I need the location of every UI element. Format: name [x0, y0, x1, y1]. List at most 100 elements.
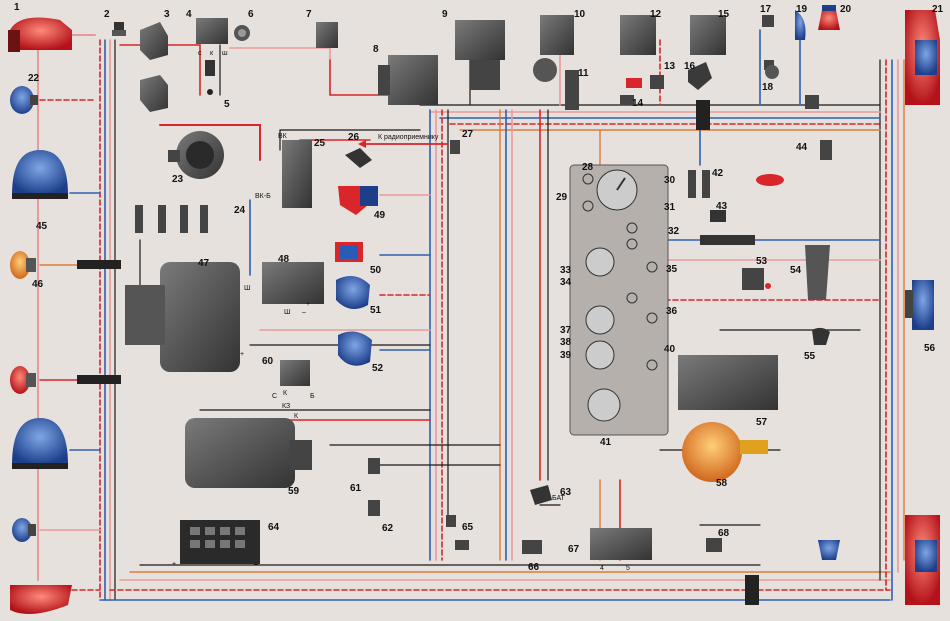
label-38: 38 — [560, 337, 572, 348]
label-9: 9 — [442, 9, 448, 20]
lamp-right-bottom-small — [818, 540, 840, 560]
label-7: 7 — [306, 9, 312, 20]
lamp-1 — [8, 17, 72, 52]
term-vk: ВК — [278, 133, 288, 140]
label-59: 59 — [288, 486, 300, 497]
lamp-right-lower — [905, 515, 940, 605]
component-7 — [316, 22, 338, 48]
label-58: 58 — [716, 478, 728, 489]
label-28: 28 — [582, 162, 594, 173]
label-3: 3 — [164, 9, 170, 20]
label-42: 42 — [712, 168, 724, 179]
term-sh1: Ш — [244, 285, 250, 292]
relay-60 — [280, 360, 310, 386]
instrument-panel — [569, 164, 669, 436]
component-53 — [742, 268, 771, 290]
label-41: 41 — [600, 437, 612, 448]
label-2: 2 — [104, 9, 110, 20]
switch-54 — [805, 245, 830, 300]
term-relay-kz: КЗ — [282, 403, 290, 410]
label-63: 63 — [560, 487, 572, 498]
label-12: 12 — [650, 9, 662, 20]
label-23: 23 — [172, 174, 184, 185]
term-minus: – — [302, 309, 306, 316]
label-36: 36 — [666, 306, 678, 317]
label-68: 68 — [718, 528, 730, 539]
label-14: 14 — [632, 98, 644, 109]
term-r4-s: с — [198, 50, 202, 57]
term-5: 5 — [626, 565, 630, 572]
component-65 — [446, 515, 469, 550]
label-48: 48 — [278, 254, 290, 265]
component-4 — [196, 18, 228, 44]
label-45: 45 — [36, 221, 48, 232]
lamp-46 — [10, 251, 36, 279]
term-r4-sh: ш — [222, 50, 228, 57]
label-66: 66 — [528, 562, 540, 573]
label-27: 27 — [462, 129, 474, 140]
label-17: 17 — [760, 4, 772, 15]
component-2 — [112, 22, 126, 36]
lamp-20 — [818, 5, 840, 30]
component-62 — [368, 500, 380, 516]
component-13 — [650, 75, 664, 89]
label-35: 35 — [666, 264, 678, 275]
regulator-48 — [262, 262, 324, 304]
component-6 — [234, 25, 250, 41]
sensor-52 — [338, 331, 372, 366]
label-34: 34 — [560, 277, 572, 288]
label-57: 57 — [756, 417, 768, 428]
spark-plugs-24 — [135, 205, 208, 233]
label-46: 46 — [32, 279, 44, 290]
component-9 — [455, 20, 505, 90]
label-31: 31 — [664, 202, 676, 213]
label-8: 8 — [373, 44, 379, 55]
term-r4-k: к — [210, 50, 214, 57]
term-plus: + — [306, 301, 310, 308]
wires — [37, 29, 905, 601]
label-22: 22 — [28, 73, 40, 84]
component-26 — [345, 148, 372, 168]
rear-lamp-21 — [905, 10, 940, 105]
label-52: 52 — [372, 363, 384, 374]
lamp-56 — [905, 280, 934, 330]
term-sh2: Ш — [284, 309, 290, 316]
ignition-switch-58 — [682, 422, 768, 482]
distributor-23 — [168, 131, 224, 179]
label-50: 50 — [370, 265, 382, 276]
term-ign-pos: + — [240, 351, 244, 358]
component-63 — [530, 485, 552, 505]
term-bat-minus: – — [254, 561, 258, 568]
radio-label: К радиоприемнику — [378, 134, 439, 141]
label-18: 18 — [762, 82, 774, 93]
term-vkb: ВК-Б — [255, 193, 271, 200]
label-1: 1 — [14, 2, 20, 13]
component-5 — [205, 60, 215, 95]
label-11: 11 — [578, 68, 589, 79]
term-relay-s: С — [272, 393, 277, 400]
lamp-left-bottom — [10, 585, 72, 614]
starter-59 — [185, 418, 312, 488]
component-55 — [812, 327, 830, 345]
label-47: 47 — [198, 258, 210, 269]
lamp-19 — [795, 10, 819, 109]
label-62: 62 — [382, 523, 394, 534]
lamp-left-mid — [10, 366, 36, 394]
connector-blocks — [77, 100, 759, 605]
component-27 — [450, 140, 460, 154]
label-37: 37 — [560, 325, 572, 336]
label-10: 10 — [574, 9, 586, 20]
component-3 — [140, 22, 168, 112]
label-26: 26 — [348, 132, 360, 143]
component-43 — [710, 210, 726, 222]
label-29: 29 — [556, 192, 568, 203]
label-20: 20 — [840, 4, 852, 15]
lamp-left-low — [12, 518, 36, 542]
component-12 — [620, 15, 656, 55]
sensor-51 — [336, 276, 370, 309]
label-54: 54 — [790, 265, 802, 276]
label-67: 67 — [568, 544, 580, 555]
callout-numbers: 1 2 3 4 5 6 7 8 9 10 11 12 13 14 15 16 1… — [14, 2, 944, 573]
